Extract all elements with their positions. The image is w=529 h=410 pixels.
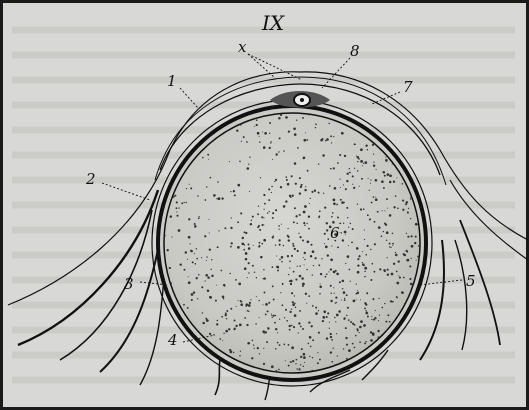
label-x: x [238, 38, 247, 56]
label-5: 5 [466, 272, 476, 290]
label-3: 3 [124, 275, 134, 293]
plate-title: IX [261, 11, 285, 35]
label-2: 2 [85, 170, 96, 188]
label-1: 1 [167, 72, 177, 90]
label-6: 6 [330, 224, 340, 242]
label-4: 4 [167, 331, 178, 349]
label-7: 7 [403, 78, 413, 96]
label-8: 8 [350, 42, 360, 60]
germinal-spot [300, 98, 304, 102]
yolk [164, 113, 420, 373]
